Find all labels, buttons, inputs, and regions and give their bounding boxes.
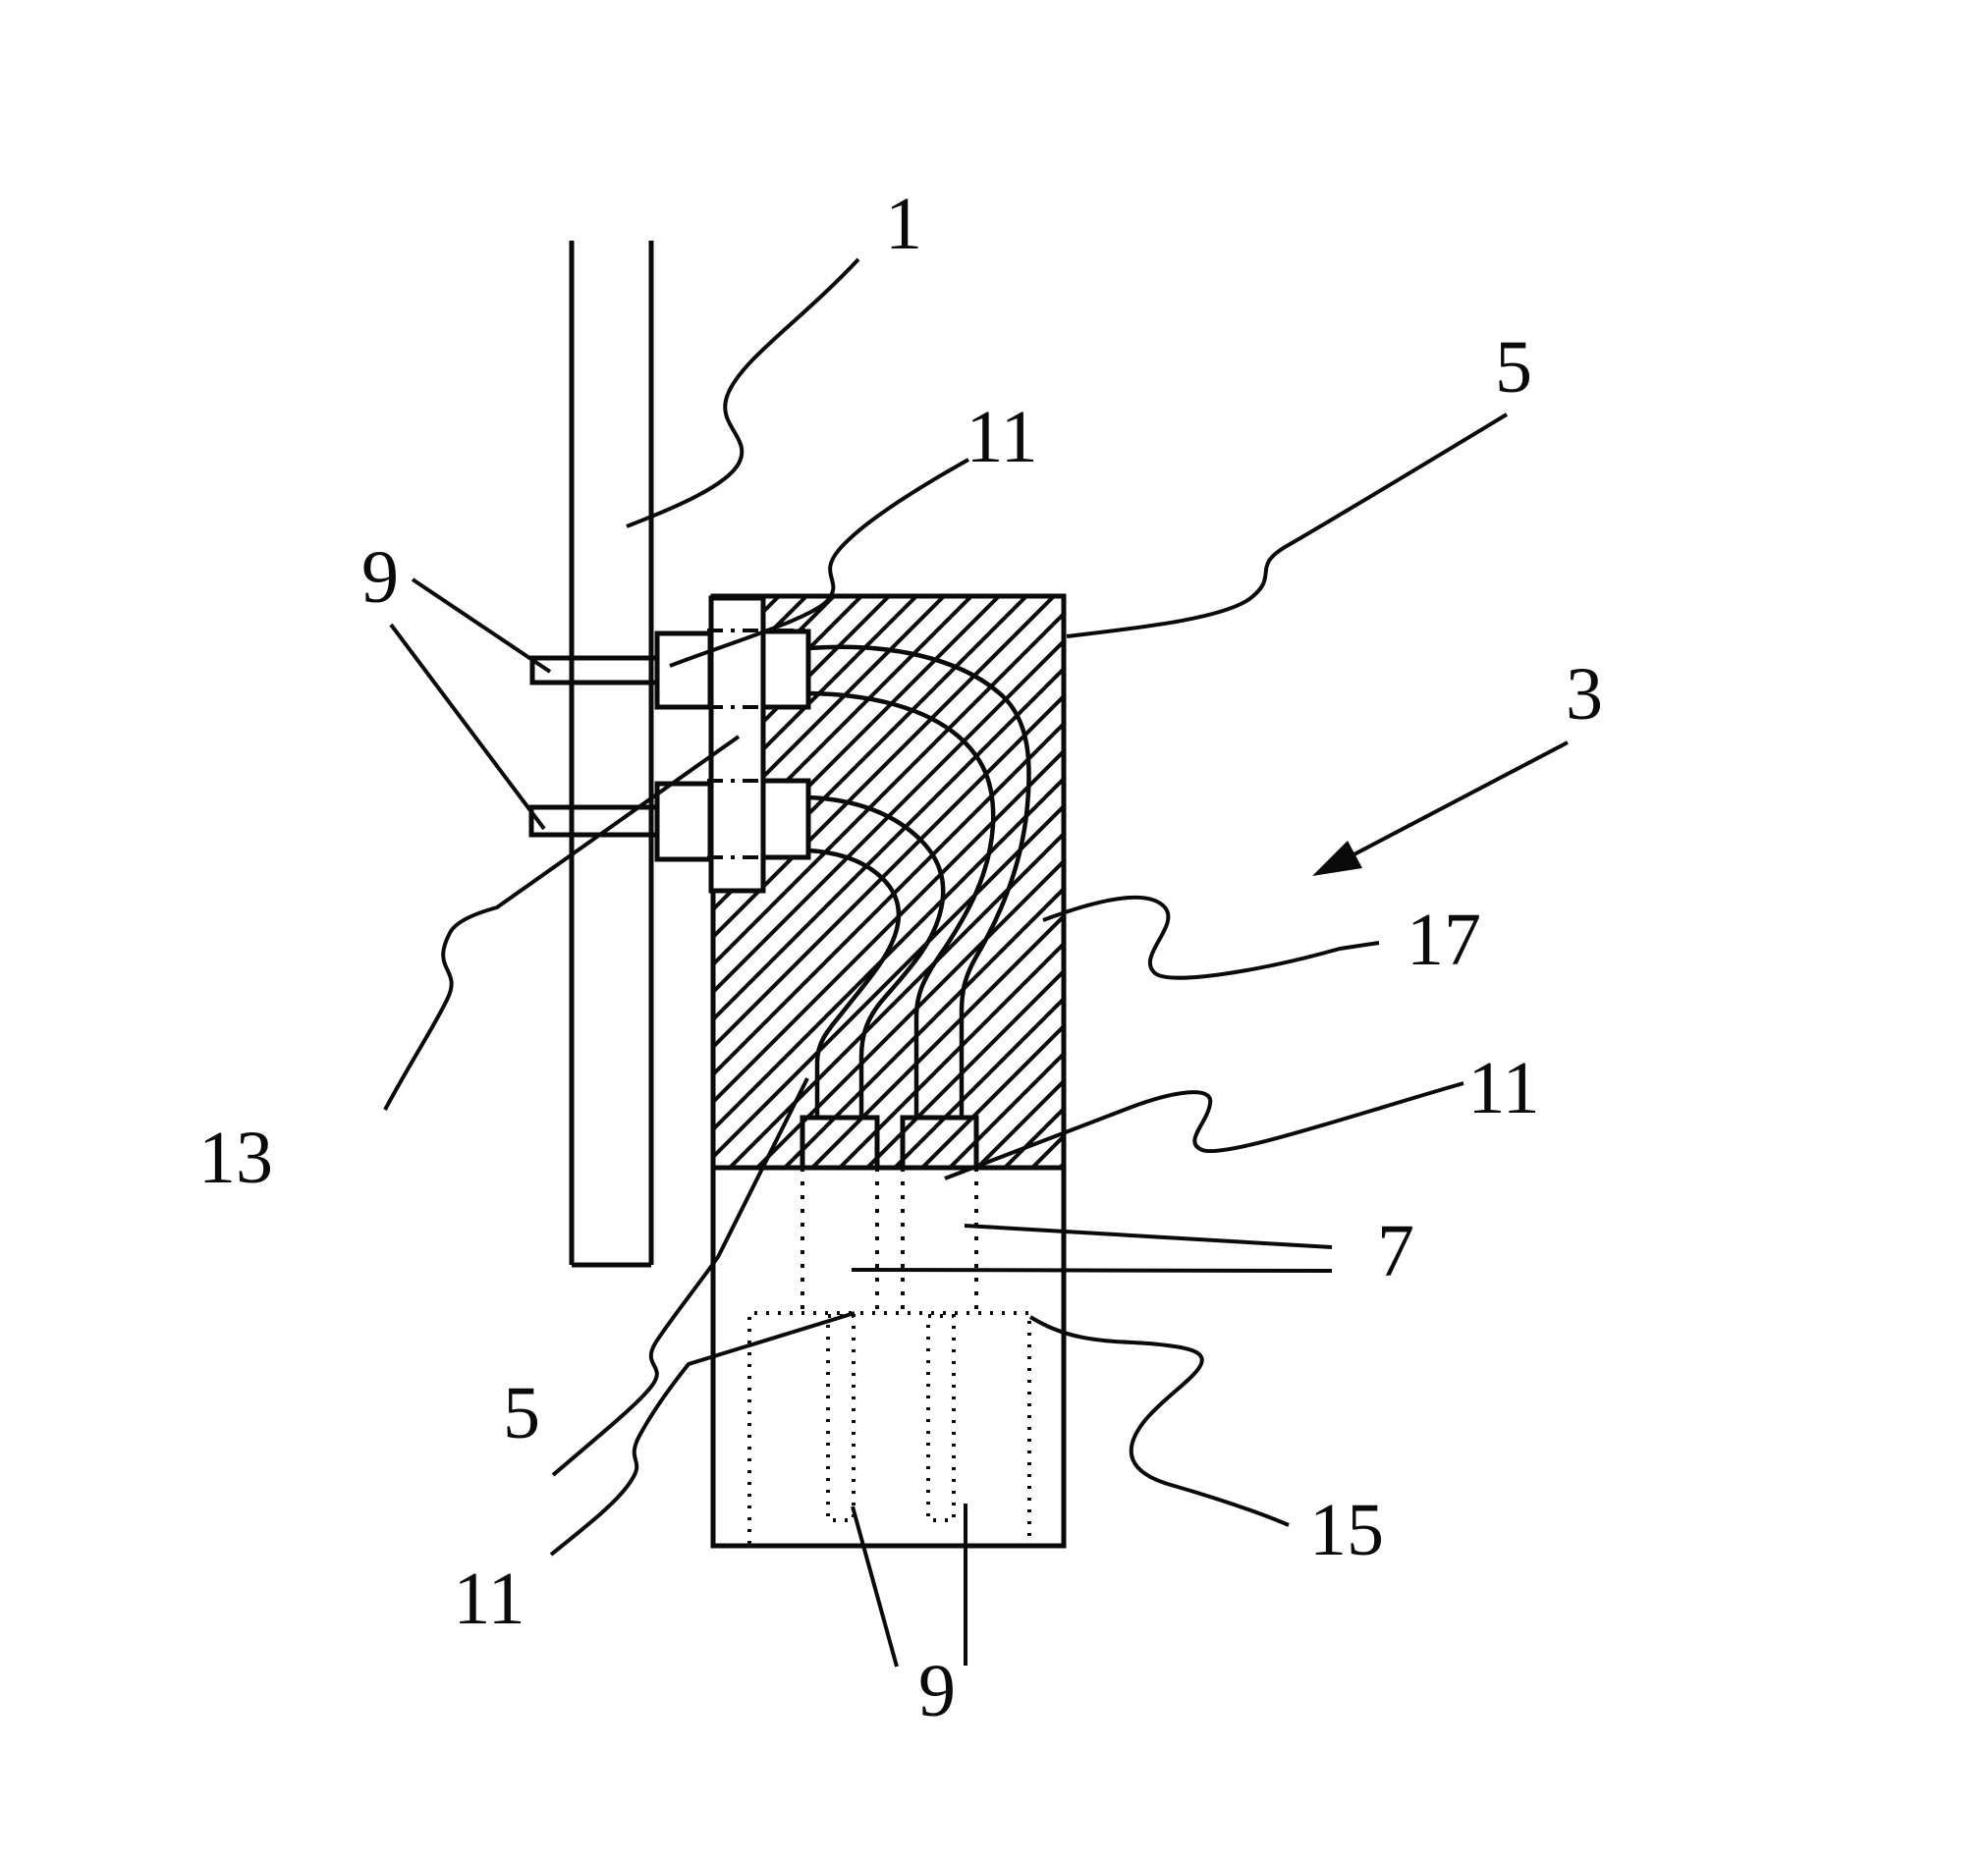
ref-label-11-bottom: 11 [453,1558,525,1640]
left-socket-pin-hole [826,1314,856,1522]
right-socket-pin-hole [926,1314,956,1522]
leader-ref-7-lower [851,1268,1333,1273]
lower-channel-inner-wall [807,848,902,1118]
right-contact-foot [900,1115,979,1171]
ref-label-5-bottom: 5 [503,1372,540,1454]
ref-label-15: 15 [1309,1489,1384,1571]
leader-ref-15 [1028,1315,1290,1527]
leader-ref-11-right [944,1081,1464,1180]
left-contact-foot [800,1115,880,1171]
hidden-receptacle-outline [747,1311,1031,1544]
arrowhead-ref-3 [1312,841,1362,876]
upper-bolt-head [760,629,811,710]
lower-washer [654,781,713,862]
upper-bolt-pin [529,655,660,685]
curved-wire-channels [807,644,1031,1118]
ref-label-5-top: 5 [1495,326,1532,409]
ref-label-11-top: 11 [966,396,1037,478]
leader-ref-5-top [1066,412,1509,638]
leader-ref-11-top [669,458,969,668]
lower-bolt-pin [528,804,660,838]
leader-ref-7-upper [964,1224,1333,1249]
bolt-centre-lines [707,629,809,859]
connector-housing-block [710,593,1067,1549]
leader-ref-9-upper-pin [411,577,552,674]
mounting-joint-assembly [528,595,811,894]
support-bar [569,241,654,1268]
leader-ref-3 [1327,740,1569,870]
ref-label-7: 7 [1377,1210,1414,1292]
ref-label-9-top: 9 [361,536,399,619]
upper-washer [654,630,713,710]
leader-ref-1 [626,257,860,528]
upper-channel-inner-wall [807,690,996,1118]
ref-label-9-bottom: 9 [918,1650,956,1732]
block-outline [710,593,1067,1549]
ref-label-1: 1 [885,183,922,265]
ref-label-17: 17 [1407,899,1481,981]
leader-lines [383,257,1569,1668]
ref-label-13: 13 [198,1117,273,1199]
leader-ref-11-bottom [549,1311,856,1557]
hidden-channel-continuations [801,1168,978,1313]
leader-ref-9-lower-pin [389,623,546,831]
ref-label-3: 3 [1566,653,1603,736]
upper-channel-outer-wall [807,644,1031,1118]
hidden-socket-geometry [747,1168,1031,1544]
contact-feet [800,1115,979,1171]
lower-channel-outer-wall [807,794,946,1118]
leader-ref-17 [1042,895,1380,980]
ref-label-11-right: 11 [1467,1047,1539,1129]
leader-ref-5-bottom [551,1077,809,1477]
lower-bolt-head [760,778,811,860]
leader-ref-13 [383,735,741,1111]
leader-ref-9-bottom-left [851,1506,899,1668]
reference-numerals: 1 11 9 13 5 3 17 11 7 15 5 11 9 [198,183,1603,1732]
